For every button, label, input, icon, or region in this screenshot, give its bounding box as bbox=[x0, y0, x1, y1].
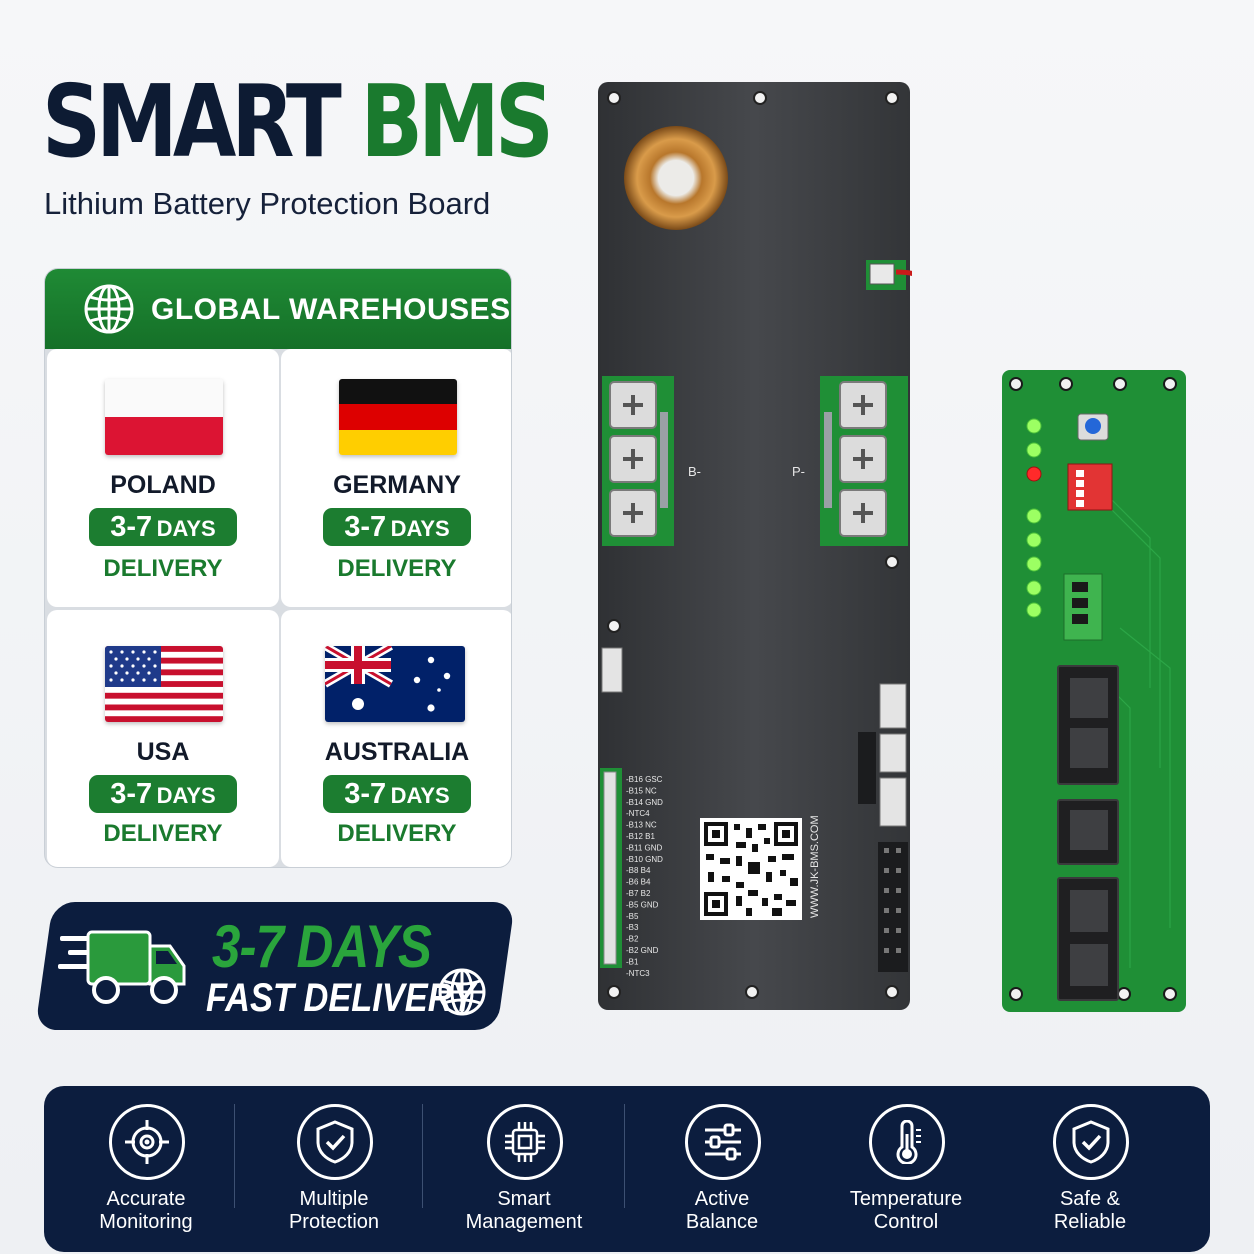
warehouse-germany: GERMANY 3-7 DAYS DELIVERY bbox=[281, 349, 511, 607]
feature-label: Multiple bbox=[299, 1188, 369, 1210]
pin-label: -B6 B4 bbox=[626, 878, 651, 887]
pin-label: -NTC3 bbox=[626, 969, 650, 978]
pin-label: -B5 bbox=[626, 912, 639, 921]
delivery-days-badge: 3-7 DAYS bbox=[323, 508, 471, 546]
delivery-truck-icon bbox=[58, 930, 186, 1004]
feature-label: Control bbox=[873, 1211, 939, 1233]
balance-pin-labels: -B16 GSC -B15 NC -B14 GND -NTC4 -B13 NC -B12 … bbox=[626, 775, 663, 978]
pin-label: -B8 B4 bbox=[626, 866, 651, 875]
warehouse-australia: AUSTRALIA 3-7 DAYS DELIVERY bbox=[281, 610, 511, 867]
feature-label: Safe & bbox=[1059, 1188, 1121, 1210]
pin-label: -B7 B2 bbox=[626, 889, 651, 898]
delivery-label: DELIVERY bbox=[103, 555, 223, 582]
shield-check-icon bbox=[1072, 1120, 1110, 1164]
pin-label: -B2 bbox=[626, 935, 639, 944]
crosshair-icon bbox=[125, 1120, 169, 1164]
thermometer-icon bbox=[896, 1120, 921, 1164]
country-name: POLAND bbox=[110, 471, 216, 499]
fast-delivery-text: FAST DELIVERY bbox=[206, 976, 475, 1020]
bms-display-board bbox=[1002, 370, 1186, 1012]
warehouse-usa: USA 3-7 DAYS DELIVERY bbox=[47, 610, 279, 867]
divider bbox=[422, 1104, 423, 1208]
title-word-smart: SMART bbox=[42, 63, 342, 180]
feature-label: Management bbox=[465, 1211, 583, 1233]
pin-label: -B2 GND bbox=[626, 946, 659, 955]
germany-flag-icon bbox=[339, 379, 457, 455]
globe-icon bbox=[84, 284, 134, 334]
feature-label: Monitoring bbox=[99, 1211, 193, 1233]
country-name: GERMANY bbox=[333, 471, 461, 499]
feature-label: Accurate bbox=[106, 1188, 186, 1210]
feature-label: Protection bbox=[288, 1211, 380, 1233]
poland-flag-icon bbox=[105, 379, 223, 455]
title-word-bms: BMS bbox=[360, 63, 554, 180]
delivery-label: DELIVERY bbox=[337, 820, 457, 847]
pin-label: -B14 GND bbox=[626, 798, 663, 807]
p-minus-label: P- bbox=[792, 464, 805, 479]
warehouses-header: GLOBAL WAREHOUSES bbox=[45, 269, 511, 349]
country-name: USA bbox=[136, 738, 190, 766]
warehouses-title: GLOBAL WAREHOUSES bbox=[151, 293, 511, 326]
qr-code bbox=[700, 818, 802, 920]
feature-label: Smart bbox=[497, 1188, 551, 1210]
page-title: SMART BMS bbox=[42, 72, 554, 172]
fast-delivery-days: 3-7 DAYS bbox=[212, 913, 432, 980]
feature-label: Reliable bbox=[1053, 1211, 1127, 1233]
global-warehouses-card: GLOBAL WAREHOUSES POLAND 3-7 DAYS DELIVE… bbox=[44, 268, 512, 868]
feature-label: Temperature bbox=[849, 1188, 963, 1210]
b-minus-label: B- bbox=[688, 464, 701, 479]
delivery-days-badge: 3-7 DAYS bbox=[89, 508, 237, 546]
pin-label: -B3 bbox=[626, 923, 639, 932]
divider bbox=[234, 1104, 235, 1208]
pin-label: -NTC4 bbox=[626, 809, 650, 818]
shield-check-icon bbox=[316, 1120, 354, 1164]
delivery-days-badge: 3-7 DAYS bbox=[89, 775, 237, 813]
delivery-days-badge: 3-7 DAYS bbox=[323, 775, 471, 813]
australia-flag-icon bbox=[325, 646, 465, 722]
pin-label: -B11 GND bbox=[626, 843, 663, 852]
pin-label: -B12 B1 bbox=[626, 832, 655, 841]
feature-label: Balance bbox=[685, 1211, 759, 1233]
bms-main-board: B- P- -B16 GSC -B15 NC -B14 GND -NTC4 -B13 N… bbox=[598, 82, 912, 1010]
sliders-icon bbox=[705, 1123, 741, 1161]
page-subtitle: Lithium Battery Protection Board bbox=[44, 186, 491, 221]
feature-safe-reliable: Safe &Reliable bbox=[990, 1086, 1190, 1252]
divider bbox=[624, 1104, 625, 1208]
pin-label: -B5 GND bbox=[626, 900, 659, 909]
pin-label: -B13 NC bbox=[626, 821, 657, 830]
website-label: WWW.JK-BMS.COM bbox=[809, 815, 821, 918]
pin-label: -B1 bbox=[626, 957, 639, 966]
country-name: AUSTRALIA bbox=[324, 738, 470, 766]
warehouse-poland: POLAND 3-7 DAYS DELIVERY bbox=[47, 349, 279, 607]
pin-label: -B16 GSC bbox=[626, 775, 663, 784]
feature-label: Active bbox=[694, 1188, 750, 1210]
pin-label: -B15 NC bbox=[626, 786, 657, 795]
delivery-label: DELIVERY bbox=[103, 820, 223, 847]
delivery-label: DELIVERY bbox=[337, 555, 457, 582]
usa-flag-icon bbox=[105, 646, 223, 722]
pin-label: -B10 GND bbox=[626, 855, 663, 864]
globe-icon bbox=[438, 968, 486, 1016]
chip-icon bbox=[505, 1122, 545, 1162]
